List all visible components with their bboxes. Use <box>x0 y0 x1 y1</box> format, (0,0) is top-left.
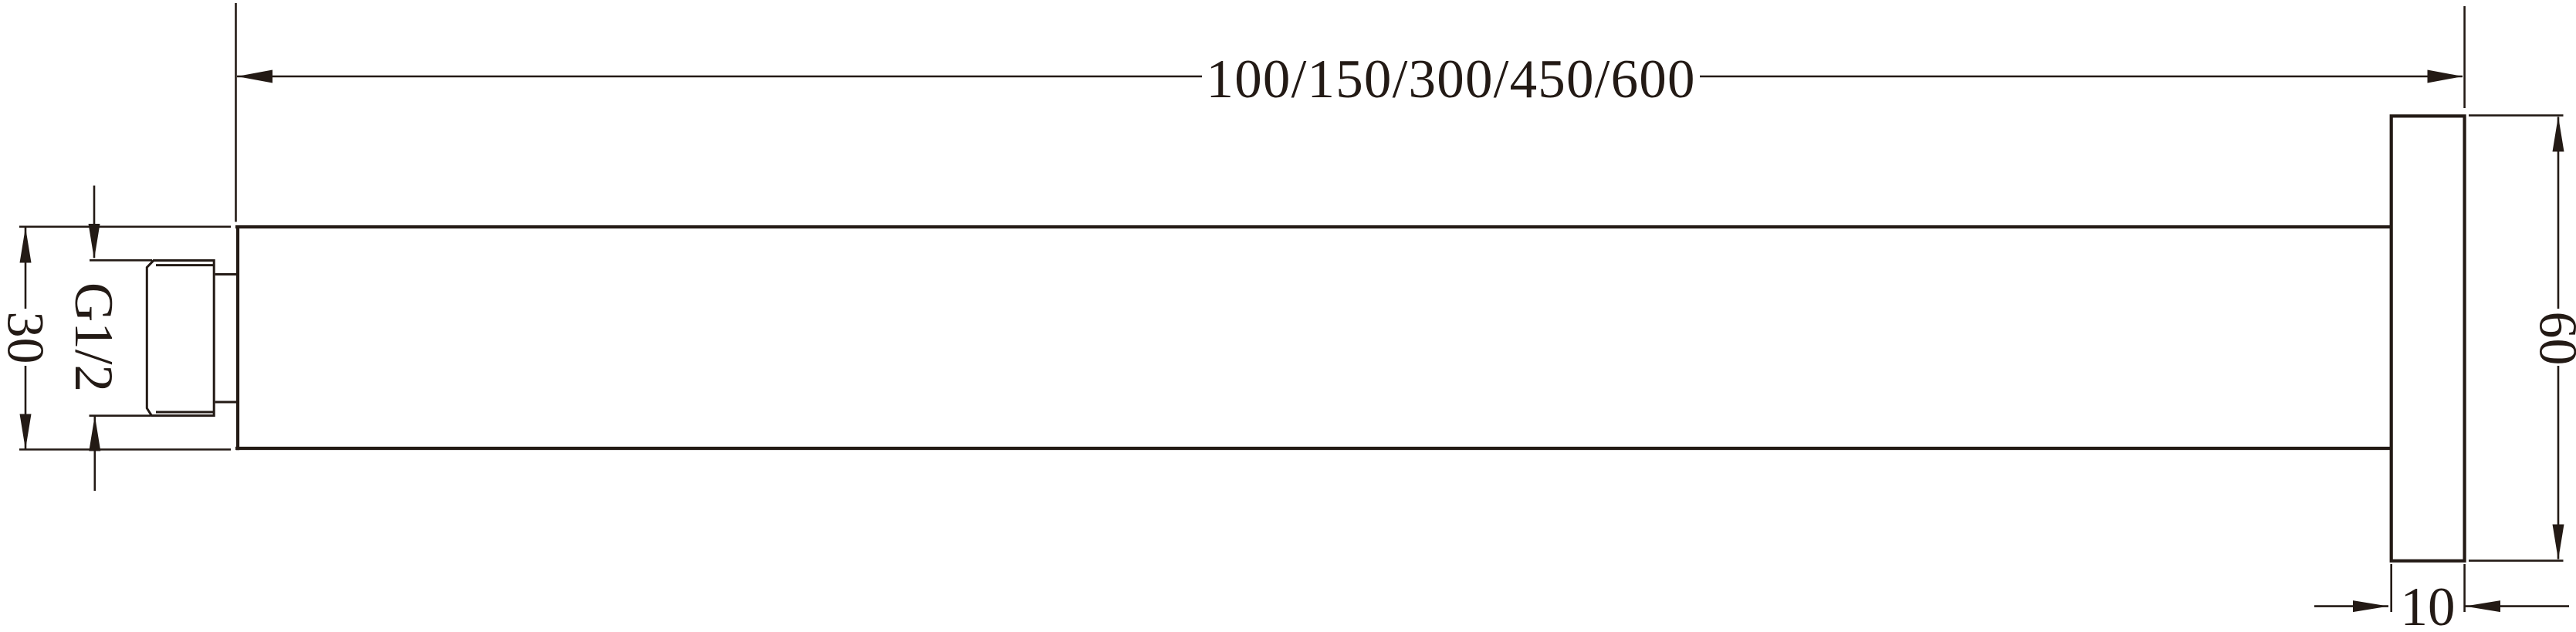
svg-text:60: 60 <box>2528 312 2576 366</box>
svg-text:G1/2: G1/2 <box>63 282 124 392</box>
svg-text:30: 30 <box>0 312 56 364</box>
svg-text:10: 10 <box>2401 577 2456 632</box>
svg-text:100/150/300/450/600: 100/150/300/450/600 <box>1207 49 1695 110</box>
